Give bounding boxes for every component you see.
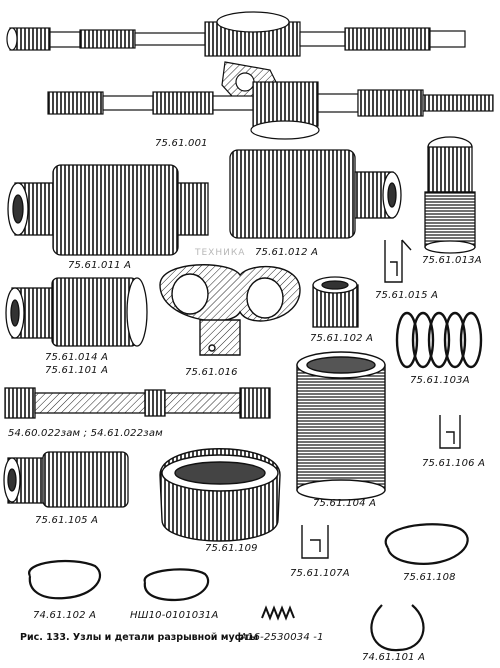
part-75-61-013a [424, 136, 476, 254]
label-nsh10: НШ10-0101031А [130, 610, 219, 621]
shaft-assembly-lower [47, 81, 494, 140]
part-74-61-101a [370, 604, 425, 652]
part-75-61-107a [301, 525, 329, 559]
part-75-61-014a [5, 277, 148, 347]
label-75-61-103a: 75.61.103А [410, 375, 470, 386]
part-54-60-022 [4, 387, 271, 419]
label-75-61-109: 75.61.109 [205, 543, 258, 554]
part-74-61-102a [28, 560, 102, 600]
label-75-61-016: 75.61.016 [185, 367, 238, 378]
label-54-60-022: 54.60.022зам ; 54.61.022зам [8, 428, 163, 439]
part-75-61-109 [159, 448, 281, 542]
part-75-61-012a [229, 149, 402, 239]
part-a16-spring [261, 605, 295, 621]
label-75-61-108: 75.61.108 [403, 572, 456, 583]
label-75-61-011a: 75.61.011 А [68, 260, 132, 271]
part-75-61-105a [3, 451, 129, 508]
part-75-61-102a [312, 276, 359, 328]
label-75-61-001: 75.61.001 [155, 138, 208, 149]
label-75-61-102a: 75.61.102 А [310, 333, 374, 344]
label-75-61-013a: 75.61.013А [422, 255, 482, 266]
label-75-61-107a: 75.61.107А [290, 568, 350, 579]
label-a16: А16-2530034 -1 [240, 632, 324, 643]
label-74-61-102a: 74.61.102 А [33, 610, 97, 621]
label-75-61-101a: 75.61.101 А [45, 365, 109, 376]
part-75-61-106a [439, 415, 461, 449]
label-75-61-106a: 75.61.106 А [422, 458, 486, 469]
label-75-61-014a: 75.61.014 А [45, 352, 109, 363]
part-75-61-015a [384, 239, 412, 283]
watermark: ТЕХНИКА [195, 248, 246, 258]
label-74-61-101a: 74.61.101 А [362, 652, 426, 663]
part-75-61-011a [7, 164, 209, 256]
label-75-61-104a: 75.61.104 А [313, 498, 377, 509]
part-75-61-016 [159, 264, 301, 356]
part-nsh10-ring [143, 568, 210, 602]
label-75-61-015a: 75.61.015 А [375, 290, 439, 301]
part-75-61-103a [395, 311, 483, 369]
part-75-61-104a [296, 351, 386, 501]
part-75-61-108 [384, 523, 469, 565]
label-75-61-105a: 75.61.105 А [35, 515, 99, 526]
figure-caption: Рис. 133. Узлы и детали разрывной муфты [20, 632, 259, 643]
label-75-61-012a: 75.61.012 А [255, 247, 319, 258]
shaft-assembly-upper [6, 11, 466, 57]
